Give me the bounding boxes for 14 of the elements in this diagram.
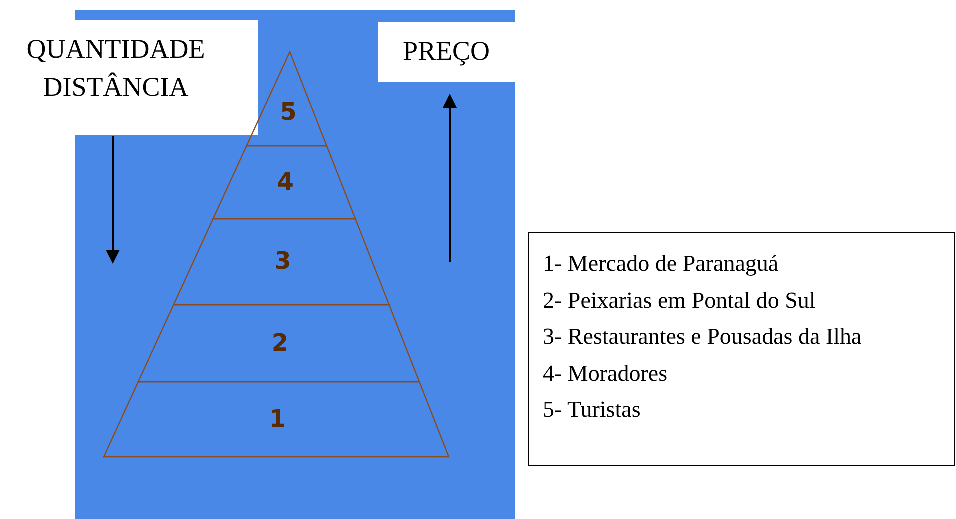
axis-label: DISTÂNCIA: [42, 72, 190, 103]
legend-text: 2- Peixarias em Pontal do Sul: [543, 288, 816, 314]
legend-text: 1- Mercado de Paranaguá: [543, 251, 779, 277]
tier-number: 4: [276, 168, 295, 196]
legend-text: 5- Turistas: [543, 397, 641, 423]
legend-text: 3- Restaurantes e Pousadas da Ilha: [543, 324, 862, 350]
tier-number: 2: [270, 328, 290, 356]
axis-label: QUANTIDADE: [26, 34, 206, 65]
tier-number: 3: [274, 247, 292, 275]
tier-number: 5: [279, 98, 298, 126]
legend-box: [528, 232, 955, 466]
legend-text: 4- Moradores: [543, 360, 668, 386]
tier-number: 1: [268, 404, 288, 432]
axis-label: PREÇO: [402, 36, 492, 67]
